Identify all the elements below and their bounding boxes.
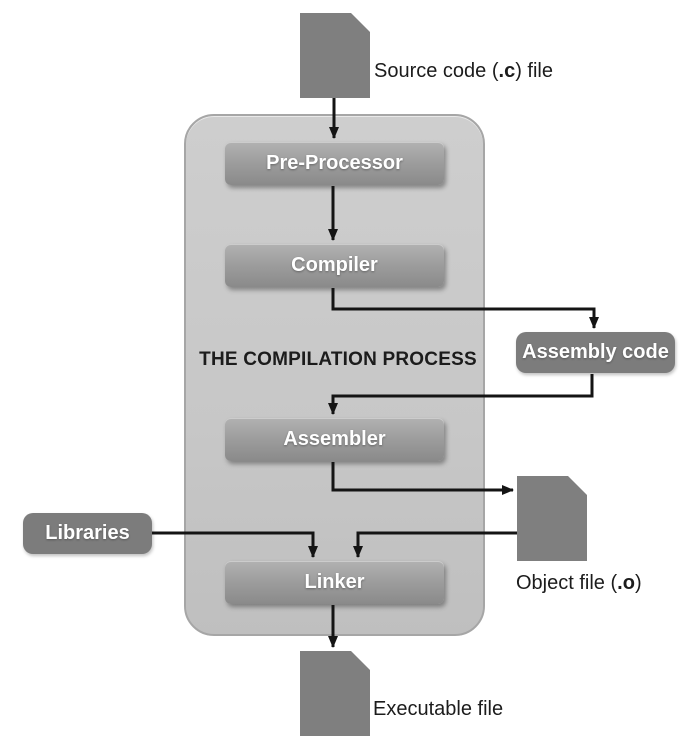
diagram-title: THE COMPILATION PROCESS <box>199 349 477 370</box>
compiler-label: Compiler <box>291 254 378 276</box>
assembler-box: Assembler <box>225 418 444 461</box>
object-file-label: Object file (.o) <box>516 572 642 594</box>
executable-file-icon <box>300 651 370 736</box>
preprocessor-label: Pre-Processor <box>266 152 403 174</box>
libraries-box: Libraries <box>23 513 152 554</box>
object-file-icon <box>517 476 587 561</box>
compiler-box: Compiler <box>225 244 444 287</box>
libraries-label: Libraries <box>45 522 130 544</box>
preprocessor-box: Pre-Processor <box>225 142 444 185</box>
linker-box: Linker <box>225 561 444 604</box>
assembler-label: Assembler <box>283 428 386 450</box>
source-file-label: Source code (.c) file <box>374 60 553 82</box>
assembly-code-label: Assembly code <box>522 341 669 363</box>
assembly-code-box: Assembly code <box>516 332 675 373</box>
process-container <box>184 114 485 636</box>
linker-label: Linker <box>304 571 365 593</box>
executable-file-label: Executable file <box>373 698 504 720</box>
source-file-icon <box>300 13 370 98</box>
